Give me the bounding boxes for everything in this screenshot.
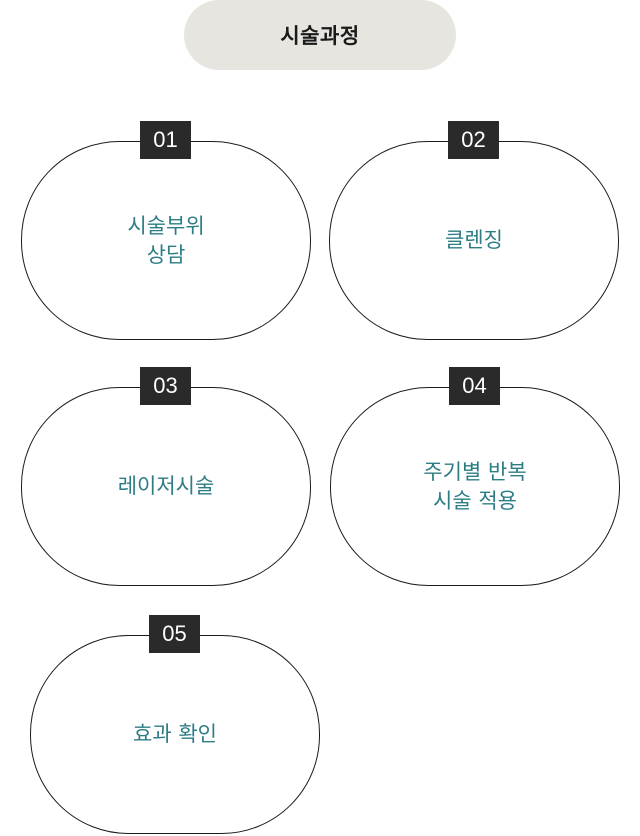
process-step-5: 효과 확인 05 xyxy=(30,615,320,834)
step-oval: 레이저시술 xyxy=(21,387,311,586)
step-number-badge: 05 xyxy=(149,615,200,653)
process-step-3: 레이저시술 03 xyxy=(21,367,311,586)
step-label: 클렌징 xyxy=(445,228,503,252)
process-step-1: 시술부위 상담 01 xyxy=(21,121,311,340)
step-oval: 시술부위 상담 xyxy=(21,141,311,340)
step-oval: 주기별 반복 시술 적용 xyxy=(330,387,620,586)
step-label: 효과 확인 xyxy=(133,722,217,746)
step-number-badge: 01 xyxy=(140,121,191,159)
process-step-2: 클렌징 02 xyxy=(329,121,619,340)
process-step-4: 주기별 반복 시술 적용 04 xyxy=(330,367,620,586)
step-oval: 효과 확인 xyxy=(30,635,320,834)
step-number-badge: 04 xyxy=(449,367,500,405)
step-label: 시술부위 상담 xyxy=(127,213,205,267)
page-title: 시술과정 xyxy=(184,0,456,70)
step-label: 레이저시술 xyxy=(117,474,215,498)
step-label: 주기별 반복 시술 적용 xyxy=(423,459,527,513)
step-number-badge: 03 xyxy=(140,367,191,405)
step-number-badge: 02 xyxy=(448,121,499,159)
step-oval: 클렌징 xyxy=(329,141,619,340)
